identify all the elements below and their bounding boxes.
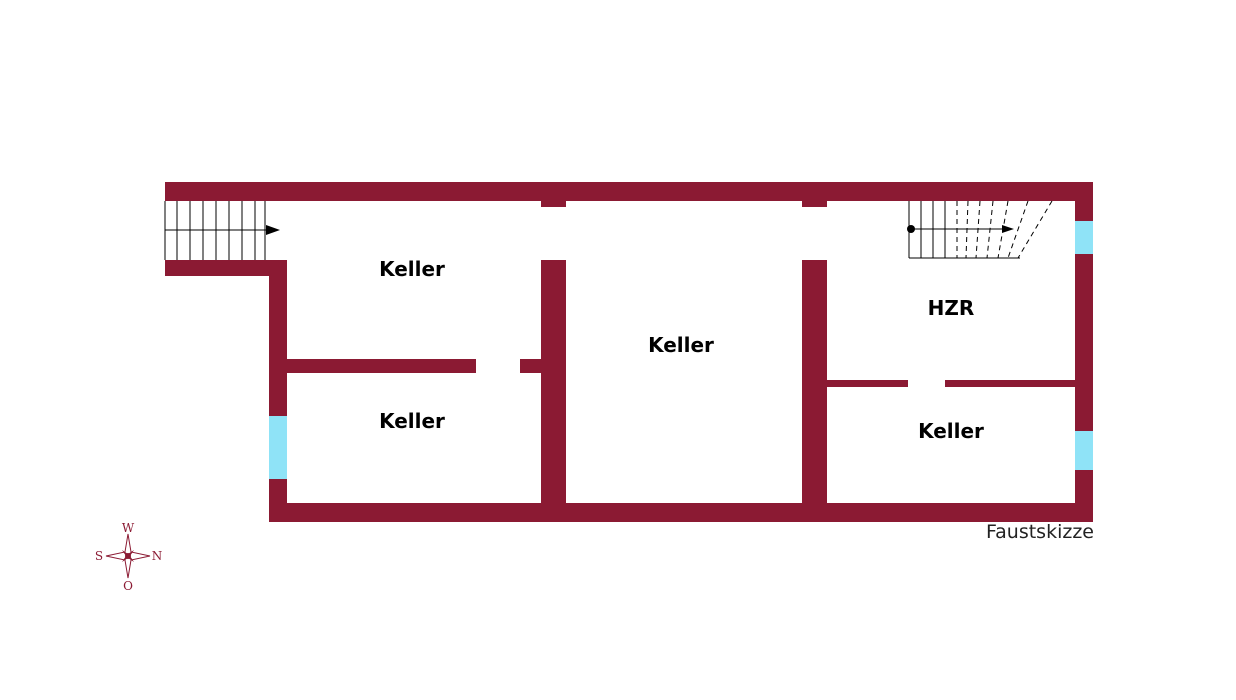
wall-top bbox=[165, 182, 1093, 201]
caption-faustskizze: Faustskizze bbox=[986, 521, 1094, 543]
wall-stub-right bbox=[802, 201, 827, 207]
window-right-top bbox=[1075, 221, 1093, 254]
wall-right-middle bbox=[1075, 254, 1093, 431]
wall-partition-left-a bbox=[287, 359, 476, 373]
window-left bbox=[269, 416, 287, 479]
wall-left-upper bbox=[269, 260, 287, 416]
wall-partition-right-b bbox=[945, 380, 1075, 387]
room-label-keller-top-left: Keller bbox=[379, 257, 445, 281]
wall-right-bottom bbox=[1075, 470, 1093, 522]
wall-partition-left-b bbox=[520, 359, 541, 373]
compass-east: O bbox=[123, 579, 133, 593]
stairs-left bbox=[164, 201, 280, 260]
wall-interior-right bbox=[802, 260, 827, 522]
room-labels: Keller Keller Keller HZR Keller bbox=[379, 257, 984, 443]
walls bbox=[165, 182, 1093, 522]
compass-north: N bbox=[152, 549, 163, 563]
wall-stub-left bbox=[541, 201, 566, 207]
compass-star-icon bbox=[105, 533, 151, 579]
room-label-hzr: HZR bbox=[928, 296, 975, 320]
wall-right-top bbox=[1075, 182, 1093, 221]
wall-partition-right-a bbox=[827, 380, 908, 387]
wall-bottom bbox=[269, 503, 1093, 522]
window-right-bottom bbox=[1075, 431, 1093, 470]
wall-stair-landing bbox=[165, 260, 287, 276]
wall-interior-left bbox=[541, 260, 566, 522]
room-label-keller-bottom-right: Keller bbox=[918, 419, 984, 443]
windows bbox=[269, 221, 1093, 479]
room-label-keller-center: Keller bbox=[648, 333, 714, 357]
stairs-right bbox=[907, 200, 1053, 259]
compass-south: S bbox=[95, 549, 103, 563]
compass-rose: W O S N bbox=[95, 521, 162, 593]
compass-west: W bbox=[122, 521, 135, 535]
room-label-keller-bottom-left: Keller bbox=[379, 409, 445, 433]
